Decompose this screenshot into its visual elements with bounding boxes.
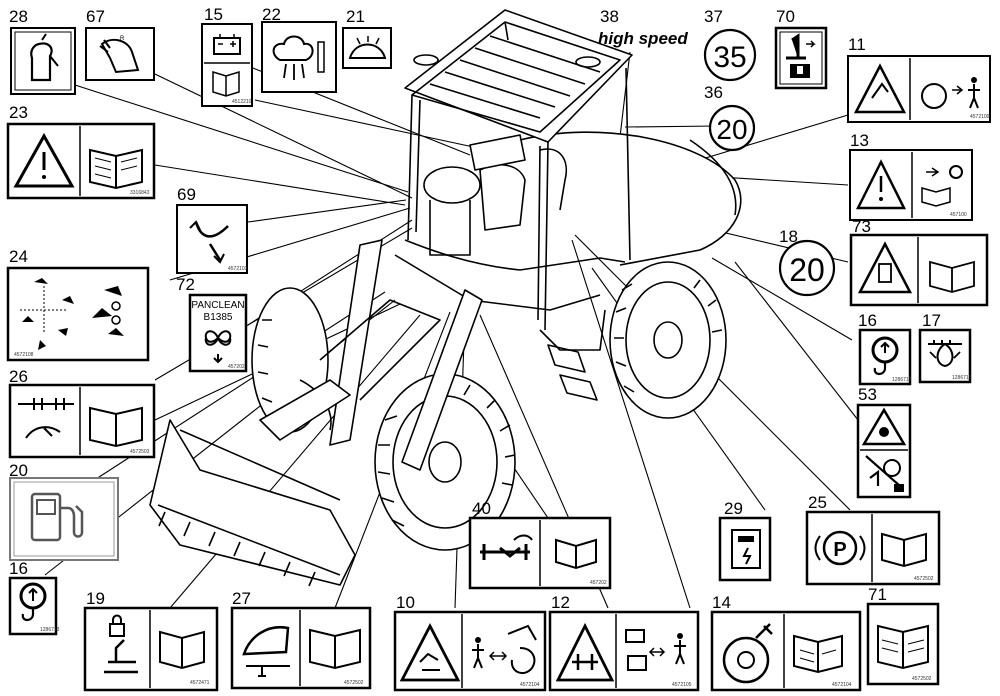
decal-18-speed-20: 20 [778, 239, 836, 297]
part-number-17: 1286715 [952, 375, 972, 381]
decal-29-electrical-box [718, 516, 772, 582]
callout-10: 10 [396, 593, 415, 612]
callout-71: 71 [868, 585, 887, 604]
callout-17: 17 [922, 311, 941, 330]
decal-22-hot-steam [261, 21, 337, 93]
part-number-13: 457100 [950, 212, 967, 218]
speed-20-lower-text: 20 [789, 252, 825, 288]
parking-p-text: P [833, 539, 846, 561]
decal-37-speed-35: 35 [703, 28, 757, 82]
panclean-line1: PANCLEAN [191, 300, 244, 311]
callout-28: 28 [9, 7, 28, 26]
callout-13: 13 [850, 131, 869, 150]
callout-29: 29 [724, 499, 743, 518]
decal-53-warning-no-access [856, 403, 912, 499]
callout-36: 36 [704, 83, 723, 102]
decal-21-washer-fluid [342, 27, 392, 69]
decal-15-battery-manual: 4512210 [201, 23, 253, 107]
decal-16-lifting-hook-lower: 1286713 [8, 576, 60, 636]
callout-27: 27 [232, 589, 251, 608]
decal-38-high-speed: high speed [598, 29, 688, 48]
callout-23: 23 [9, 103, 28, 122]
callout-38: 38 [600, 7, 619, 26]
decal-71-manual: 4572502 [866, 602, 940, 686]
part-number-71: 4572502 [912, 676, 932, 682]
front-wheel [374, 373, 516, 551]
decal-25-parking-brake-manual: P 4572502 [805, 510, 941, 586]
decal-23-warning-manual: 3316843 [6, 122, 156, 200]
decal-17-tie-down: 1286715 [918, 328, 972, 384]
decal-28-fire-extinguisher [10, 27, 76, 95]
part-number-26: 4572503 [130, 449, 150, 455]
part-number-10: 4572104 [520, 682, 540, 688]
decal-13-warning-manual: 457100 [849, 149, 973, 221]
part-number-40: 457202 [590, 580, 607, 586]
decal-27-bucket-manual: 4572502 [230, 606, 372, 690]
part-number-16b: 1286713 [40, 627, 60, 633]
callout-73: 73 [852, 217, 871, 236]
callout-70: 70 [776, 7, 795, 26]
decal-69: 4572103 [176, 204, 248, 274]
callout-15: 15 [204, 5, 223, 24]
decal-26-articulation-lock-manual: 4572503 [8, 383, 156, 459]
callout-21: 21 [346, 7, 365, 26]
part-number-72: 457202 [228, 364, 245, 370]
callout-16-lower: 16 [9, 559, 28, 578]
decal-24-joystick-controls: 4572108 [6, 266, 150, 362]
svg-text:R: R [120, 36, 125, 42]
callout-53: 53 [858, 385, 877, 404]
callout-37: 37 [704, 7, 723, 26]
decal-16-lifting-hook-upper: 1286713 [858, 328, 912, 386]
callout-22: 22 [262, 5, 281, 24]
panclean-line2: B1385 [204, 312, 233, 323]
part-number-25: 4572502 [914, 576, 934, 582]
part-number-69: 4572103 [228, 266, 248, 272]
decal-67: R [85, 27, 155, 81]
part-number-24: 4572108 [14, 352, 34, 358]
part-number-27: 4572502 [344, 680, 364, 686]
callout-40: 40 [472, 499, 491, 518]
callout-16-upper: 16 [858, 311, 877, 330]
part-number-11: 4572100 [970, 114, 990, 120]
callout-25: 25 [808, 493, 827, 512]
speed-20-upper-text: 20 [716, 114, 747, 145]
callout-69: 69 [177, 185, 196, 204]
decal-19-lock-lever-manual: 4572471 [83, 606, 219, 692]
callout-67: 67 [86, 7, 105, 26]
part-number-19: 4572471 [190, 680, 210, 686]
decal-36-speed-20: 20 [708, 104, 756, 152]
callout-numbers: 28 67 15 22 21 38 37 70 11 23 36 13 69 7… [9, 5, 941, 612]
part-number-12: 4572105 [672, 682, 692, 688]
callout-18: 18 [779, 227, 798, 246]
part-number-15: 4512210 [232, 99, 252, 105]
callout-19: 19 [86, 589, 105, 608]
decal-20-diesel-fuel [9, 477, 119, 561]
decal-40-axle-manual: 457202 [468, 516, 612, 590]
decal-12-articulation-crush-warning: 4572105 [548, 610, 700, 692]
decal-10-crush-warning: 4572104 [393, 610, 547, 692]
part-number-23: 3316843 [130, 190, 150, 196]
decal-72-panclean: PANCLEAN B1385 457202 [188, 293, 248, 373]
part-number-14: 4572104 [832, 682, 852, 688]
callout-14: 14 [712, 593, 731, 612]
high-speed-text: high speed [598, 29, 688, 48]
callout-72: 72 [176, 275, 195, 294]
rear-wheel [609, 261, 727, 419]
callout-26: 26 [9, 367, 28, 386]
wheel-loader-drawing [149, 9, 742, 587]
decal-70 [774, 26, 828, 90]
decal-73-warning-manual [849, 233, 989, 307]
callout-20: 20 [9, 461, 28, 480]
callout-12: 12 [551, 593, 570, 612]
decal-14-wheel-maintenance: 4572104 [710, 610, 862, 692]
callout-11: 11 [848, 35, 866, 54]
part-number-16a: 1286713 [892, 377, 912, 383]
bucket [149, 419, 356, 587]
speed-35-text: 35 [713, 41, 746, 74]
decal-11-entanglement-warning: 4572100 [847, 55, 991, 123]
callout-24: 24 [9, 247, 28, 266]
